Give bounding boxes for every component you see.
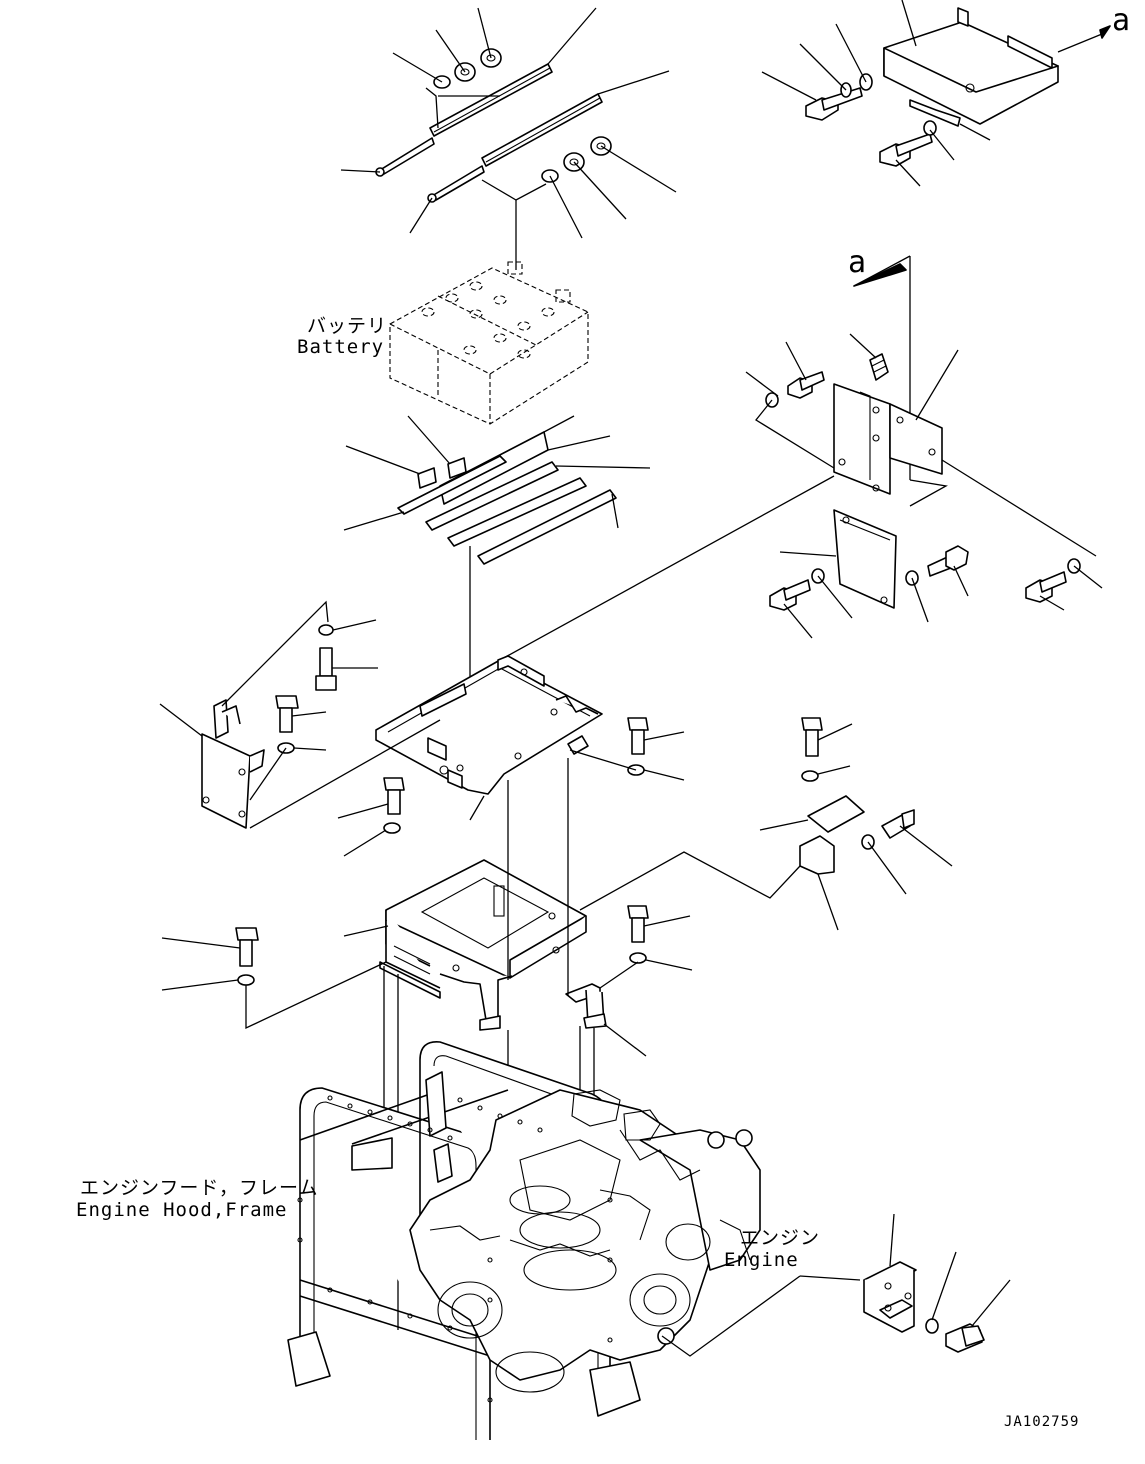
battery-label-en: Battery: [297, 336, 384, 358]
engine-hood-label-en: Engine Hood,Frame: [76, 1199, 287, 1221]
battery-spacers: [343, 415, 651, 720]
drawing-code: JA102759: [1004, 1414, 1079, 1430]
engine-label-jp: エンジン: [740, 1227, 820, 1249]
leader-lines-cables: [340, 7, 677, 270]
battery-cable-group: [375, 63, 603, 203]
box-bolts: [161, 905, 693, 1030]
tray-bolts-right: [569, 717, 685, 781]
engine-hood-label-jp: エンジンフード，フレーム: [80, 1177, 318, 1199]
relay-bracket: [579, 717, 953, 931]
left-bracket: [159, 600, 441, 829]
view-ref-mid: a: [848, 245, 866, 280]
side-bracket: a: [499, 245, 1097, 661]
engine-label-en: Engine: [724, 1249, 799, 1271]
bracket-plate: [769, 509, 1103, 639]
view-ref-top: a: [1112, 3, 1130, 38]
engine-frame: エンジンフード，フレーム Engine Hood,Frame エンジン Engi…: [76, 1041, 820, 1440]
small-bracket: [565, 758, 647, 1057]
engine-bracket: JA102759: [661, 1213, 1079, 1430]
battery-box: [343, 859, 587, 1031]
battery-tray: [375, 655, 603, 795]
battery-label-jp: バッテリ: [307, 315, 387, 337]
battery-cover-plate: a: [883, 0, 1130, 127]
tray-bolts-left: [275, 619, 485, 857]
cover-bolts: [761, 23, 991, 187]
battery: バッテリ Battery: [297, 261, 589, 425]
